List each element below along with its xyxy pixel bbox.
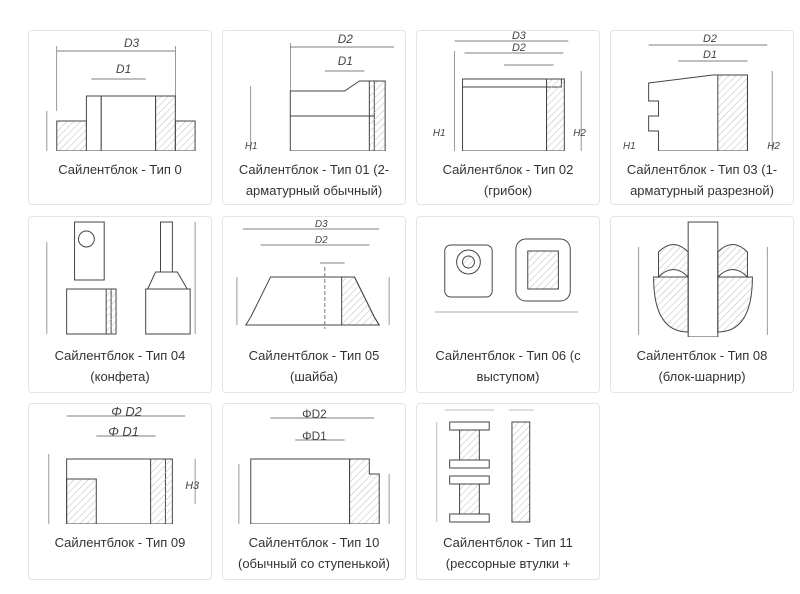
silentblock-type-01-drawing: D2 D1 H1: [231, 31, 397, 151]
dim-label-b: D1: [116, 62, 131, 76]
dim-label-b: D2: [512, 42, 526, 54]
svg-text:H3: H3: [185, 480, 199, 492]
product-card-type-09[interactable]: Φ D2 Φ D1 H3 Сайлентблок - Тип 09: [28, 403, 212, 580]
dim-label-b: D1: [338, 54, 353, 68]
svg-text:H1: H1: [245, 141, 258, 151]
product-card-type-06[interactable]: Сайлентблок - Тип 06 (с выступом): [416, 216, 600, 393]
dim-label-a: ΦD2: [302, 407, 327, 421]
product-card-type-08[interactable]: Сайлентблок - Тип 08 (блок-шарнир): [610, 216, 794, 393]
product-card-type-03[interactable]: D2 D1 H1 H2 Сайлентблок - Тип 03 (1- арм…: [610, 30, 794, 205]
product-card-type-01[interactable]: D2 D1 H1 Сайлентблок - Тип 01 (2- армату…: [222, 30, 406, 205]
silentblock-type-06-drawing: [425, 217, 591, 337]
silentblock-type-02-drawing: D3 D2 H1 H2: [425, 31, 591, 151]
dim-label-a: Φ D2: [111, 404, 142, 419]
silentblock-type-09-drawing: Φ D2 Φ D1 H3: [37, 404, 203, 524]
dim-label-b: D2: [315, 235, 328, 246]
product-title: Сайлентблок - Тип 04 (конфета): [54, 348, 186, 384]
product-title: Сайлентблок - Тип 01 (2- арматурный обыч…: [238, 162, 390, 198]
product-title: Сайлентблок - Тип 0: [58, 162, 182, 177]
dim-label-b: Φ D1: [108, 424, 139, 439]
product-card-type-11[interactable]: Сайлентблок - Тип 11 (рессорные втулки +: [416, 403, 600, 580]
silentblock-type-05-drawing: D3 D2: [231, 217, 397, 337]
dim-label-a: D3: [315, 219, 328, 230]
dim-label-b: D1: [703, 49, 717, 61]
silentblock-type-04-drawing: [37, 217, 203, 337]
silentblock-type-0-drawing: D3 D1: [37, 31, 203, 151]
product-title: Сайлентблок - Тип 09: [54, 535, 186, 550]
silentblock-type-03-drawing: D2 D1 H1 H2: [619, 31, 785, 151]
product-title: Сайлентблок - Тип 06 (с выступом): [435, 348, 581, 384]
dim-label-a: D2: [703, 33, 717, 45]
svg-text:H2: H2: [573, 128, 586, 139]
svg-text:H1: H1: [623, 141, 636, 151]
svg-text:H2: H2: [767, 141, 780, 151]
dim-label-a: D3: [512, 31, 526, 42]
product-card-type-02[interactable]: D3 D2 H1 H2 Сайлентблок - Тип 02 (грибок…: [416, 30, 600, 205]
product-title: Сайлентблок - Тип 05 (шайба): [248, 348, 380, 384]
product-title: Сайлентблок - Тип 03 (1- арматурный разр…: [626, 162, 778, 198]
dim-label-a: D3: [124, 36, 140, 50]
product-card-type-10[interactable]: ΦD2 ΦD1 Сайлентблок - Тип 10 (обычный со…: [222, 403, 406, 580]
product-title: Сайлентблок - Тип 11 (рессорные втулки +: [443, 535, 573, 571]
product-title: Сайлентблок - Тип 02 (грибок): [442, 162, 574, 198]
product-card-type-04[interactable]: Сайлентблок - Тип 04 (конфета): [28, 216, 212, 393]
svg-text:H1: H1: [433, 128, 446, 139]
dim-label-b: ΦD1: [302, 429, 327, 443]
silentblock-type-11-drawing: [425, 404, 591, 524]
silentblock-type-10-drawing: ΦD2 ΦD1: [231, 404, 397, 524]
silentblock-type-08-drawing: [619, 217, 785, 337]
product-card-type-0[interactable]: D3 D1 Сайлентблок - Тип 0: [28, 30, 212, 205]
dim-label-a: D2: [338, 32, 354, 46]
product-title: Сайлентблок - Тип 08 (блок-шарнир): [636, 348, 768, 384]
product-card-type-05[interactable]: D3 D2 Сайлентблок - Тип 05 (шайба): [222, 216, 406, 393]
product-title: Сайлентблок - Тип 10 (обычный со ступень…: [238, 535, 390, 571]
